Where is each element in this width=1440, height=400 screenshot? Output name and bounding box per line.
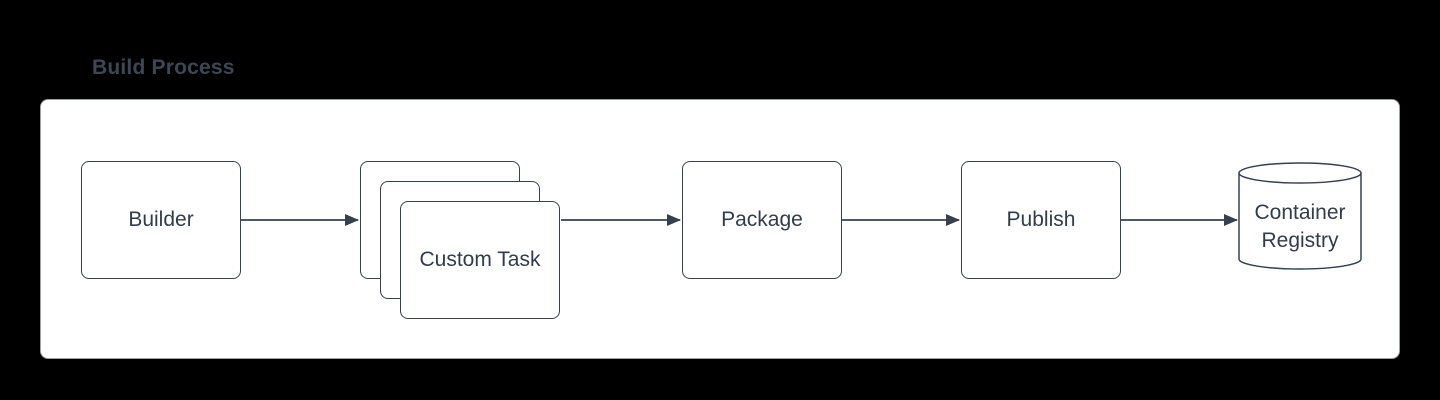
node-package-label: Package [721,208,803,231]
node-package[interactable]: Package [682,161,842,279]
diagram-title: Build Process [92,56,235,79]
node-publish[interactable]: Publish [961,161,1121,279]
node-publish-label: Publish [1006,208,1076,231]
node-container-registry-label: Container Registry [1254,201,1346,252]
node-builder-label: Builder [128,208,194,231]
node-custom-task[interactable]: Custom Task [400,201,560,319]
cylinder-icon [1238,162,1362,270]
diagram-canvas: Builder Custom Task Custom Task Custom T… [40,99,1400,359]
node-container-registry[interactable]: Container Registry [1238,162,1362,280]
node-builder[interactable]: Builder [81,161,241,279]
node-custom-task-label: Custom Task [419,248,541,271]
